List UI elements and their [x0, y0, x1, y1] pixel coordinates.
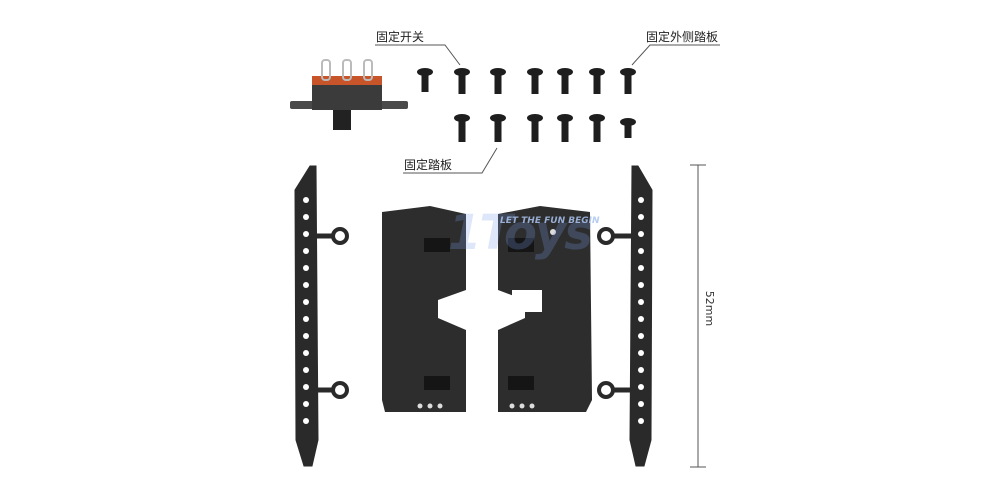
rail-hole [638, 197, 644, 203]
rail-hole [638, 418, 644, 424]
rail-hole [638, 350, 644, 356]
label-outer-step-mount: 固定外侧踏板 [646, 30, 719, 44]
rail-hole [303, 333, 309, 339]
dimension-label: 52mm [703, 290, 717, 327]
rail-hole [303, 350, 309, 356]
leader-lines [375, 44, 720, 468]
step-plate-right [498, 206, 592, 412]
rail-hole [638, 316, 644, 322]
rail-hole [638, 231, 644, 237]
screw [527, 114, 543, 142]
screw [557, 114, 573, 142]
rail-hole [303, 299, 309, 305]
rail-hole [303, 265, 309, 271]
screw [454, 114, 470, 142]
rail-hole [303, 384, 309, 390]
rail-hole [303, 401, 309, 407]
rail-hole [638, 333, 644, 339]
screw [620, 68, 636, 94]
slide-switch [290, 59, 408, 130]
rail-hole [303, 197, 309, 203]
watermark-slogan: LET THE FUN BEGIN [500, 216, 600, 226]
rail-hole [638, 265, 644, 271]
screw [557, 68, 573, 94]
rail-hole [638, 384, 644, 390]
rail-hole [638, 248, 644, 254]
screw [490, 68, 506, 94]
rail-hole [638, 401, 644, 407]
rail-hole [303, 248, 309, 254]
label-switch-mount: 固定开关 [376, 30, 425, 44]
screw [620, 118, 636, 138]
rail-hole [303, 316, 309, 322]
label-step-mount: 固定踏板 [404, 158, 453, 172]
rail-hole [303, 214, 309, 220]
step-plate-left [382, 206, 466, 412]
side-step-rail-left [294, 165, 349, 467]
screw [589, 68, 605, 94]
side-step-rail-right [597, 165, 653, 467]
rail-hole [303, 367, 309, 373]
rail-hole [638, 214, 644, 220]
screw [527, 68, 543, 94]
rail-hole [303, 231, 309, 237]
rail-hole [303, 282, 309, 288]
screws [417, 68, 636, 142]
screw [454, 68, 470, 94]
rail-hole [638, 282, 644, 288]
screw [589, 114, 605, 142]
rail-hole [638, 367, 644, 373]
rail-hole [638, 299, 644, 305]
screw [490, 114, 506, 142]
screw [417, 68, 433, 92]
watermark-logo: 1Toys [448, 205, 593, 261]
rail-hole [303, 418, 309, 424]
